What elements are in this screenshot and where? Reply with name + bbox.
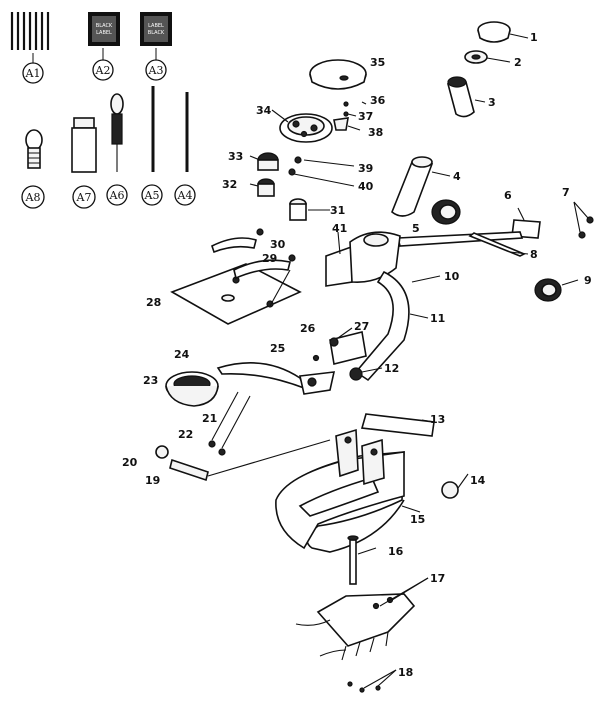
part-2-washer [464, 50, 511, 64]
part-12-nut [349, 367, 383, 381]
part-32-bushing [257, 178, 275, 197]
callout-17: 17 [430, 572, 445, 585]
callout-14: 14 [470, 474, 486, 487]
part-29-clip [233, 254, 296, 307]
part-23-lamp-head [165, 371, 219, 407]
callout-7: 7 [562, 186, 570, 199]
callout-2: 2 [514, 56, 522, 69]
part-27-bracket [329, 327, 367, 365]
part-9-knob [534, 278, 579, 302]
callout-16: 16 [388, 545, 404, 558]
part-39-40-fittings [288, 156, 302, 176]
callout-4: 4 [453, 170, 461, 183]
callout-numbers: 1 2 3 4 5 6 7 8 9 10 11 12 13 14 15 16 1… [122, 31, 592, 679]
part-36-37-38-fittings [333, 101, 349, 131]
accessory-a3-label: LABEL BLACK [140, 12, 172, 46]
a4-label: A4 [177, 189, 193, 202]
part-11-arm [354, 270, 441, 382]
part-19-threaded-rod [169, 439, 331, 482]
callout-30: 30 [270, 238, 286, 251]
callout-15: 15 [410, 513, 425, 526]
part-7-screws [573, 201, 594, 239]
part-21-screws [208, 391, 251, 456]
callout-28: 28 [146, 296, 161, 309]
svg-text:BLACK: BLACK [96, 23, 113, 29]
svg-text:LABEL: LABEL [96, 30, 112, 36]
part-17-clamp [295, 593, 416, 661]
callout-39: 39 [358, 162, 373, 175]
part-1-cap [477, 21, 529, 43]
part-34-disc [279, 113, 333, 143]
a2-label: A2 [95, 64, 111, 77]
part-5-knob [431, 199, 461, 225]
accessory-a5-pick: A5 [141, 86, 163, 206]
callout-3: 3 [488, 96, 496, 109]
callout-12: 12 [384, 362, 399, 375]
part-35-disc [309, 59, 367, 90]
callout-1: 1 [530, 31, 538, 44]
part-4-tube [391, 156, 451, 217]
accessory-a7-bottle: A7 [71, 117, 97, 209]
part-8-rod [396, 231, 529, 257]
callout-35: 35 [370, 56, 385, 69]
part-31-bushing [289, 198, 307, 221]
callout-25: 25 [270, 342, 285, 355]
part-41-body [325, 231, 401, 287]
accessory-labels-row1: A1 A2 A3 [22, 48, 167, 84]
a1-label: A1 [25, 67, 41, 80]
callout-18: 18 [398, 666, 413, 679]
callout-38: 38 [368, 126, 383, 139]
callout-19: 19 [145, 474, 160, 487]
svg-text:BLACK: BLACK [148, 30, 165, 36]
callout-6: 6 [504, 189, 512, 202]
callout-21: 21 [202, 412, 217, 425]
callout-22: 22 [178, 428, 193, 441]
callout-8: 8 [530, 248, 538, 261]
callout-33: 33 [228, 150, 243, 163]
callout-9: 9 [584, 274, 592, 287]
accessory-a1 [10, 12, 50, 50]
part-20-nut [155, 445, 169, 459]
part-15-base [275, 428, 405, 553]
callout-11: 11 [430, 312, 445, 325]
accessory-a2-black-label: BLACK LABEL [88, 12, 120, 46]
part-26-pin [312, 354, 320, 362]
callout-36: 36 [370, 94, 386, 107]
a3-label: A3 [148, 64, 164, 77]
accessory-a6-tool: A6 [106, 93, 128, 206]
callout-41: 41 [332, 222, 347, 235]
part-33-bushing [257, 152, 279, 171]
a5-label: A5 [144, 189, 160, 202]
callout-24: 24 [174, 348, 190, 361]
a6-label: A6 [109, 189, 125, 202]
callout-32: 32 [222, 178, 237, 191]
callout-26: 26 [300, 322, 316, 335]
callout-5: 5 [412, 222, 420, 235]
svg-text:LABEL: LABEL [148, 23, 164, 29]
part-14-nut [441, 481, 459, 499]
callout-23: 23 [143, 374, 158, 387]
callout-20: 20 [122, 456, 138, 469]
a7-label: A7 [76, 191, 92, 204]
part-3-sleeve [446, 76, 486, 118]
callout-37: 37 [358, 110, 373, 123]
part-18-screws [347, 681, 381, 693]
callout-34: 34 [256, 104, 272, 117]
part-28-plate [170, 263, 302, 325]
part-13-label [360, 413, 435, 437]
a8-label: A8 [25, 191, 41, 204]
accessory-a8-bulb: A8 [21, 129, 45, 209]
accessory-a4-pick: A4 [174, 92, 196, 206]
part-25-hinge [216, 362, 336, 395]
leader-lines [249, 101, 469, 689]
part-16-bolt [347, 535, 359, 585]
callout-31: 31 [330, 204, 345, 217]
callout-40: 40 [358, 180, 374, 193]
callout-29: 29 [262, 252, 277, 265]
callout-10: 10 [444, 270, 460, 283]
callout-13: 13 [430, 413, 445, 426]
callout-27: 27 [354, 320, 369, 333]
part-30-clip [211, 228, 264, 254]
